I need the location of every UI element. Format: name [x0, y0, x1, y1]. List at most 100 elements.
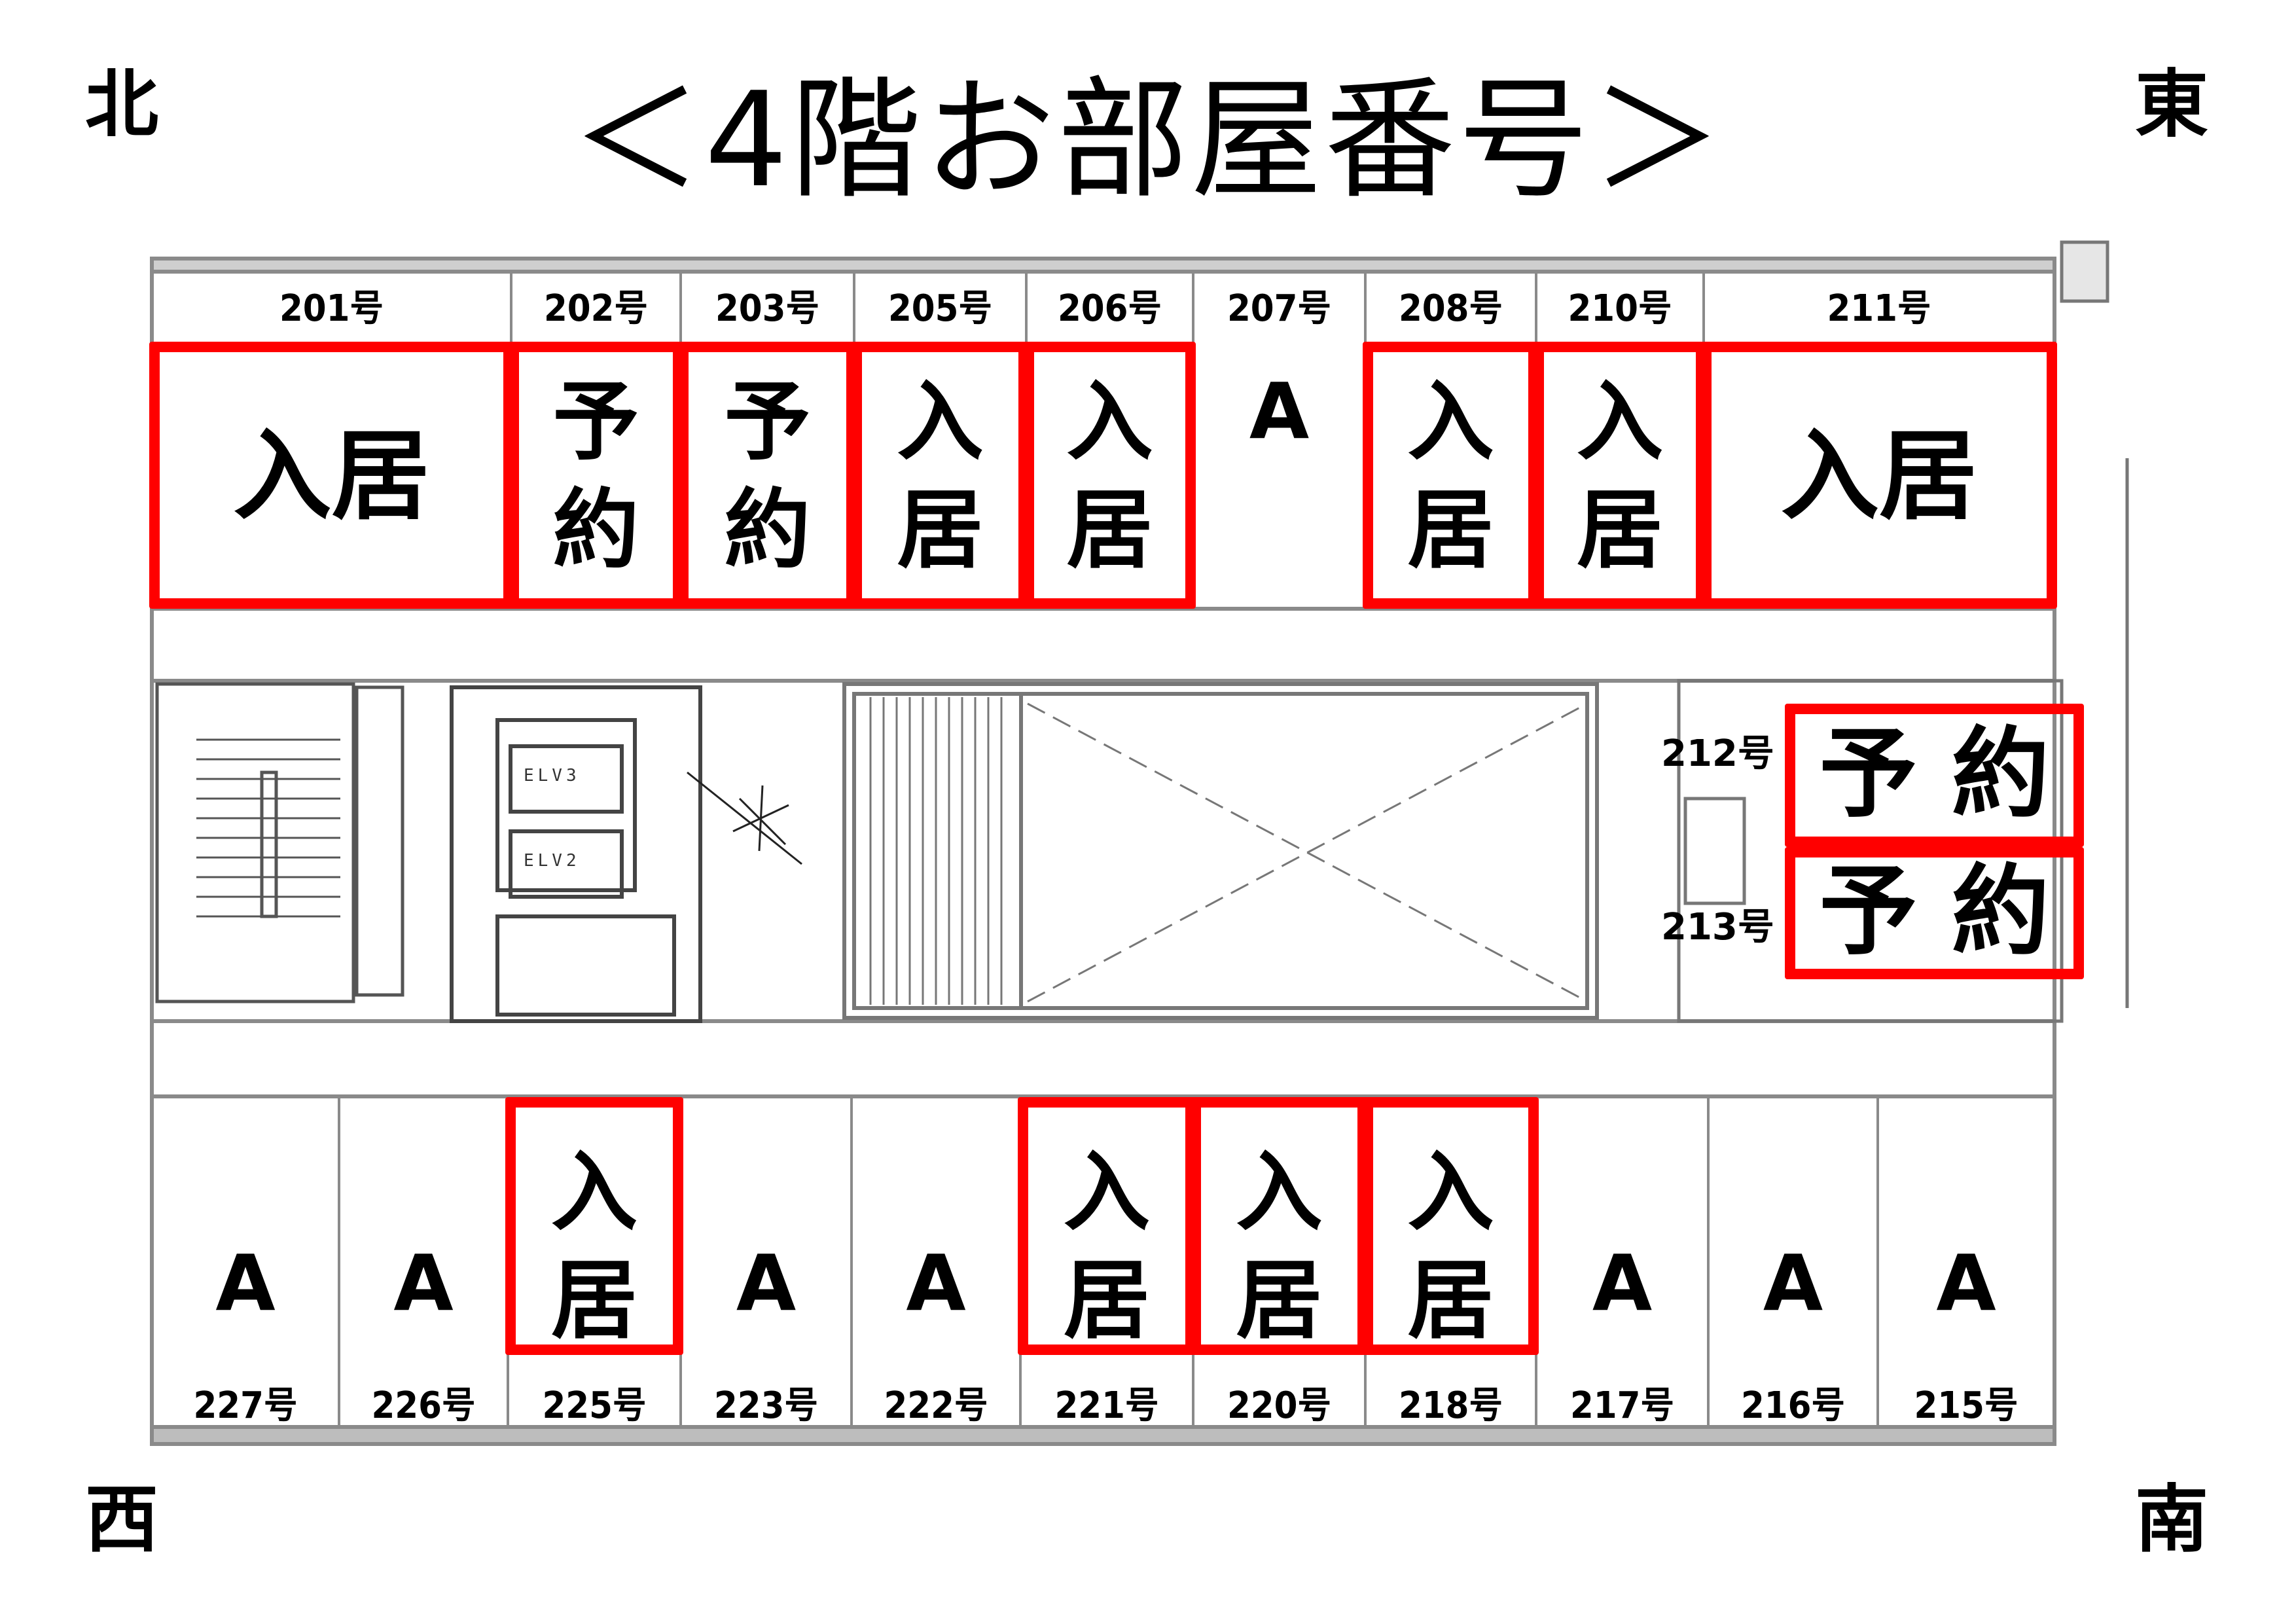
room-status-char: 入 [897, 372, 984, 473]
room-number-label: 207号 [1227, 287, 1332, 330]
room-number-label: 208号 [1398, 287, 1503, 330]
room-status-char: 居 [551, 1250, 637, 1351]
room-number-label: 227号 [193, 1384, 298, 1427]
room-status-char: 居 [1407, 1250, 1494, 1351]
room-208[interactable]: 208号入居 [1363, 0, 1539, 1624]
room-number-label: 201号 [279, 287, 384, 330]
compass-south-label: 南 [2135, 1477, 2208, 1562]
room-status-text: 予約 [511, 369, 681, 585]
room-211[interactable]: 211号入居 [1701, 0, 2057, 1624]
room-223[interactable]: 223号 A [681, 0, 852, 1624]
room-number-label: 216号 [1740, 1384, 1846, 1427]
room-number-label: 221号 [1054, 1384, 1159, 1427]
occupancy-highlight-box [1018, 1097, 1196, 1355]
room-status-text: 予 約 [1819, 855, 2050, 969]
room-divider [1876, 1096, 1879, 1427]
occupancy-highlight-box [1363, 342, 1539, 609]
room-status-text: 入居 [1536, 369, 1704, 585]
room-number-label: 203号 [715, 287, 820, 330]
room-divider [151, 1096, 153, 1427]
room-number-label: 218号 [1398, 1384, 1503, 1427]
occupancy-highlight-box [1785, 847, 2084, 979]
room-divider [850, 1096, 853, 1427]
room-status-char: 居 [897, 480, 984, 581]
room-status-char: 入 [1577, 372, 1663, 473]
room-status-text: 入居 [1365, 369, 1536, 585]
room-status-text: 入居 [233, 420, 430, 533]
room-number-label: 206号 [1057, 287, 1162, 330]
room-status-text: A [1936, 1238, 1996, 1328]
room-225[interactable]: 225号 入居 [505, 0, 683, 1624]
room-status-text: 入居 [854, 369, 1026, 585]
room-number-label: 225号 [542, 1384, 647, 1427]
room-227[interactable]: 227号 A [152, 0, 339, 1624]
room-number-label: 226号 [371, 1384, 476, 1427]
staircase [155, 682, 404, 1003]
elevator-label: ELV3 [524, 766, 581, 785]
room-213[interactable]: 予 約 [1785, 847, 2084, 979]
room-status-char: 入 [1066, 372, 1153, 473]
room-status-text: 入居 [1020, 1139, 1193, 1355]
room-number-label: 220号 [1227, 1384, 1332, 1427]
room-226[interactable]: 226号 A [339, 0, 508, 1624]
room-status-char: 約 [724, 480, 811, 581]
room-status-char: 入 [1407, 372, 1494, 473]
room-number-label: 212号 [1661, 732, 1774, 775]
room-status-char: 入 [551, 1142, 637, 1243]
room-status-char: 入 [1064, 1142, 1150, 1243]
room-divider [338, 1096, 340, 1427]
room-status-text: 予 約 [1819, 717, 2050, 831]
room-status-text: 入居 [1365, 1139, 1536, 1355]
room-status-char: 入 [1236, 1142, 1323, 1243]
room-status-char: 居 [1577, 480, 1663, 581]
room-number-label: 210号 [1568, 287, 1672, 330]
room-status-text: A [1249, 366, 1310, 456]
room-221[interactable]: 221号入居 [1018, 0, 1196, 1624]
room-212[interactable]: 予 約 [1785, 704, 2084, 847]
room-number-label: 205号 [888, 287, 993, 330]
room-status-char: 入 [1407, 1142, 1494, 1243]
elevator-shafts [450, 685, 702, 1023]
room-number-label: 217号 [1570, 1384, 1675, 1427]
room-status-char: 居 [1407, 480, 1494, 581]
room-status-text: 入居 [1193, 1139, 1365, 1355]
compass-west-label: 西 [85, 1477, 158, 1562]
room-217[interactable]: 217号 A [1536, 0, 1708, 1624]
room-status-char: 居 [1064, 1250, 1150, 1351]
room-status-char: 予 [552, 372, 639, 473]
elevator-label: ELV2 [524, 851, 581, 871]
room-status-text: 入居 [1026, 369, 1193, 585]
room-206[interactable]: 206号入居 [1024, 0, 1196, 1624]
room-215[interactable]: 215号 A [1878, 0, 2054, 1624]
room-207[interactable]: 207号 A [1193, 0, 1365, 1624]
compass-star-icon [687, 771, 802, 865]
room-218[interactable]: 218号入居 [1363, 0, 1539, 1624]
room-status-char: 予 [724, 372, 811, 473]
room-number-label: 213号 [1661, 906, 1774, 948]
room-number-label: 202号 [543, 287, 649, 330]
room-status-text: A [736, 1238, 797, 1328]
room-number-label: 215号 [1914, 1384, 2018, 1427]
room-number-label: 222号 [884, 1384, 988, 1427]
occupancy-highlight-box [1191, 1097, 1368, 1355]
occupancy-highlight-box [1785, 704, 2084, 847]
page-title: ＜4階お部屋番号＞ [571, 64, 1725, 217]
occupancy-highlight-box [505, 1097, 683, 1355]
room-status-text: A [1592, 1238, 1653, 1328]
room-divider [1707, 1096, 1710, 1427]
room-status-text: 予約 [681, 369, 854, 585]
occupancy-highlight-box [1701, 342, 2057, 609]
room-status-text: A [215, 1238, 276, 1328]
room-number-label: 223号 [713, 1384, 819, 1427]
room-status-text: 入居 [508, 1139, 681, 1355]
occupancy-highlight-box [1363, 1097, 1539, 1355]
room-status-text: A [393, 1238, 454, 1328]
occupancy-highlight-box [1024, 342, 1196, 609]
balcony-atrium [842, 682, 1599, 1020]
room-status-text: 入居 [1780, 420, 1977, 533]
room-number-label: 211号 [1827, 287, 1931, 330]
compass-north-label: 北 [85, 62, 158, 147]
room-220[interactable]: 220号 入居 [1191, 0, 1368, 1624]
